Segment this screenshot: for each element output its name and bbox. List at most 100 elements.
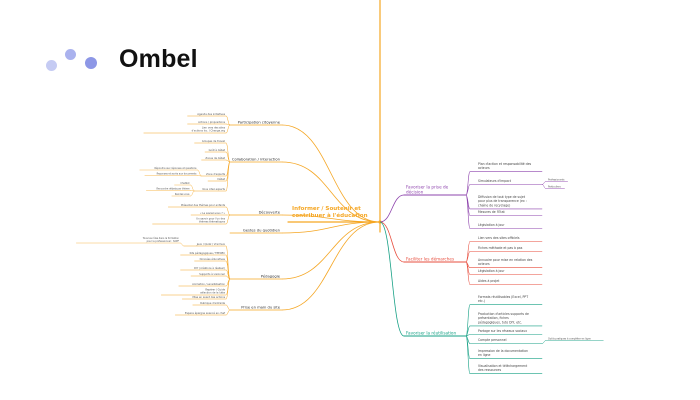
right-item-label: Législation à jour — [478, 269, 505, 273]
left-item-label: Présenter des thèmes pour enfants — [181, 203, 226, 207]
logo-dot-1 — [46, 60, 57, 71]
right-item-label-line: Plan d'action et responsabilité des — [478, 162, 532, 166]
left-item-label: Rubrique d'entraide — [200, 301, 225, 305]
right-branch-link — [379, 194, 405, 223]
left-subitem-label: Chatbot — [180, 182, 189, 185]
right-item-label: Compte personnel — [478, 338, 507, 342]
left-item-label: Supports à visionner — [199, 272, 226, 276]
left-item-label: Goût à débat — [209, 148, 225, 152]
right-item-label-line: pour plus de transparence (ex : — [478, 199, 527, 203]
left-subitem-label-line: pour le professionnel : SOPF — [147, 240, 180, 243]
left-subitem-label: Répondre aux réponses et questions — [155, 167, 198, 170]
right-item-link — [465, 335, 471, 374]
right-item-label-line: Compte personnel — [478, 338, 507, 342]
right-item-label-line: pédagogiques, tuto DIY, etc. — [478, 320, 522, 324]
left-subitem-link — [179, 242, 185, 247]
left-branch-label: Pédagogie — [261, 275, 281, 279]
right-item-label-line: Aides à projet — [478, 279, 500, 283]
left-branch-label: Découverte — [259, 211, 281, 215]
left-item-link — [225, 161, 231, 192]
right-item-label: Aides à projet — [478, 279, 500, 283]
right-subitem-link — [541, 181, 547, 185]
left-item-link — [225, 309, 231, 316]
right-item-link — [465, 251, 471, 263]
left-item-label-line: Un savoir pour l'un des — [196, 217, 226, 221]
left-branch-link — [281, 161, 381, 223]
right-branch-label: Favoriser la réutilisation — [406, 331, 456, 336]
right-item-link — [465, 184, 471, 196]
left-branch-label: Gestes du quotidien — [243, 229, 281, 233]
left-subitem-label: Rencontre débats par thème — [157, 188, 191, 191]
right-item-label-line: Lien vers des sites officiels — [478, 236, 520, 240]
right-item-label-line: Fiches méthode et pas à pas — [478, 246, 523, 250]
left-item-label: Données éducatives — [200, 257, 226, 261]
right-item-label-line: Formats réutilisables (Excel, PPT — [478, 295, 528, 299]
left-item-label: Zones de débat — [205, 156, 225, 160]
left-branch-link — [281, 214, 381, 223]
left-item-label-line: Repérer / Guide — [205, 288, 225, 292]
right-item-link — [465, 171, 471, 196]
left-item-label: Vous citez experts — [202, 187, 226, 191]
left-branch-label: Collaboration / interaction — [232, 158, 281, 162]
left-branch-link — [281, 221, 381, 234]
right-subitem-link — [541, 340, 547, 344]
left-subitem-label-line: Tous les rôles dans la formation — [143, 237, 180, 240]
center-topic-line: Informer / Soutenir et — [292, 206, 361, 212]
right-item-label: Simulateurs d'impact — [478, 179, 512, 183]
right-item-label-line: Partage sur les réseaux sociaux — [478, 329, 527, 333]
left-subitem-link — [190, 190, 195, 197]
right-item-label-line: chaîne de recyclage) — [478, 203, 510, 207]
left-item-label: Animation / sensibilisation — [192, 282, 225, 286]
right-item-label: Législation à jour — [478, 223, 505, 227]
right-item-label: Mesures de l'Etat — [478, 210, 505, 214]
left-item-label-line: Lien vers des sites — [202, 126, 226, 130]
right-item-link — [465, 304, 471, 337]
left-item-label: Groupes de travail — [202, 139, 225, 143]
left-branch-label: Participation citoyenne — [238, 121, 281, 125]
left-item-link — [225, 124, 231, 134]
left-item-label-line: sélection de la lutte — [200, 291, 225, 295]
right-branch-label-line: Favoriser la prise de — [406, 185, 449, 190]
logo-dot-2 — [65, 49, 76, 60]
left-item-link — [225, 214, 231, 225]
right-item-label-line: Visualisation et téléchargement — [478, 364, 528, 368]
left-item-link — [225, 159, 231, 163]
left-item-label: Mise en avant des actions — [192, 295, 225, 299]
left-item-label: Jeux / Quizz / Vrai faux — [196, 242, 226, 246]
brand-name: Ombel — [119, 45, 198, 73]
right-item-label-line: Législation à jour — [478, 269, 505, 273]
left-item-label: DIY (créations à réaliser) — [194, 266, 225, 270]
right-branch-link — [379, 221, 405, 337]
logo-dot-3 — [85, 57, 97, 69]
brand-logo[interactable]: Ombel — [46, 44, 226, 78]
left-item-label: Zone d'experts — [206, 172, 226, 176]
left-subitem-link — [197, 169, 202, 177]
right-item-label-line: Production d'articles supports de — [478, 312, 529, 316]
right-item-label-line: acteurs — [478, 262, 490, 266]
left-item-label-line: thèmes thématiques — [199, 220, 226, 224]
left-item-label: « Le saviez-vous ? » — [200, 211, 226, 215]
left-branch-link — [281, 221, 381, 280]
right-branch-label: Faciliter les démarches — [406, 257, 454, 262]
left-item-label-line: d'actions loc. / Change.org — [192, 129, 226, 133]
left-branch-link — [281, 124, 381, 223]
right-item-link — [465, 261, 471, 285]
right-item-label-line: présentation, fiches — [478, 316, 509, 320]
right-item-label-line: Mesures de l'Etat — [478, 210, 505, 214]
left-item-link — [225, 304, 231, 311]
left-branch-label: Prise en main du site — [241, 306, 280, 310]
left-subitem-label: Reponses et accès aux documents — [157, 173, 198, 176]
right-item-label-line: etc.) — [478, 299, 485, 303]
right-item-label-line: acteurs — [478, 166, 490, 170]
right-item-link — [465, 194, 471, 229]
